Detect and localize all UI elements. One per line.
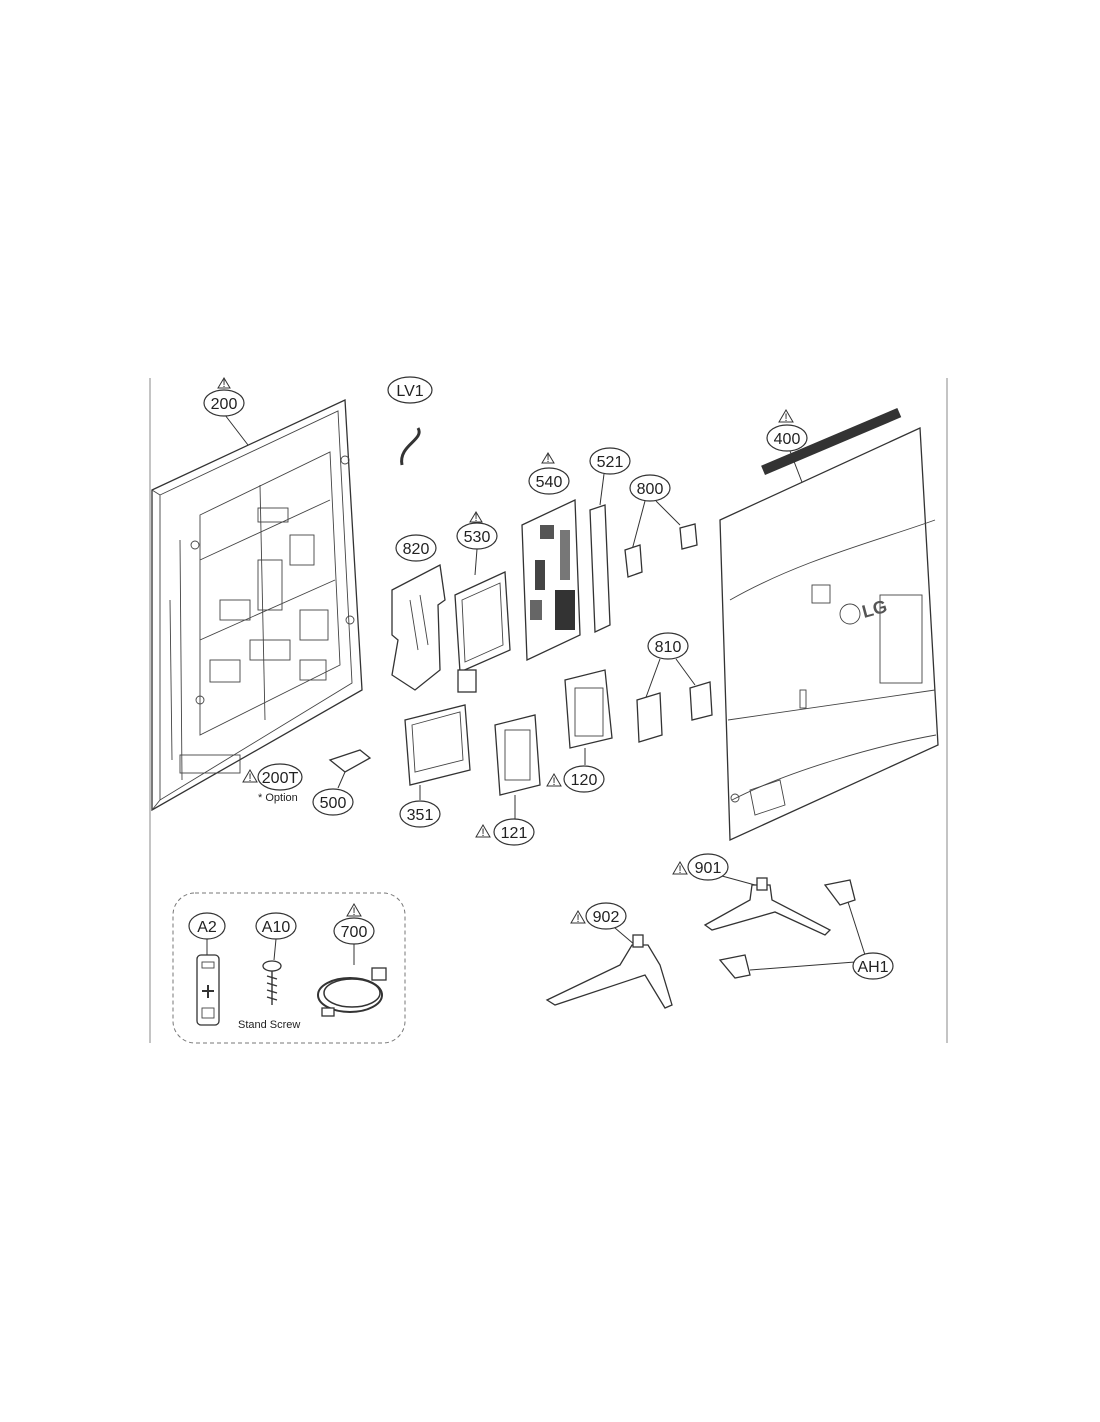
callout-ah1: AH1: [857, 959, 888, 976]
stand-901: [703, 884, 832, 936]
svg-text:!: !: [784, 412, 787, 424]
hook-ah1-b: [718, 954, 751, 979]
svg-text:!: !: [248, 772, 251, 784]
back-cover-400: LG: [719, 407, 939, 841]
callout-351: 351: [407, 807, 434, 824]
stand-902: [545, 944, 673, 1009]
callout-400: 400: [774, 431, 801, 448]
svg-text:!: !: [222, 378, 225, 390]
callout-700: 700: [341, 924, 368, 941]
power-cable-700: [317, 967, 387, 1017]
callout-120: 120: [571, 772, 598, 789]
warning-triangle-icon: !: [570, 910, 586, 925]
bracket-800-a: [624, 544, 643, 578]
callout-800-oval: [629, 474, 671, 502]
callout-ah1-oval: [852, 952, 894, 980]
part-500: [328, 749, 372, 773]
warning-triangle-icon: !: [469, 511, 483, 524]
callout-200: 200: [211, 396, 238, 413]
svg-text:!: !: [474, 512, 477, 524]
callout-a10: A10: [262, 919, 291, 936]
screw-a10-head: [262, 960, 282, 972]
callout-lv1: LV1: [396, 383, 423, 400]
speaker-120: [564, 669, 613, 749]
callout-400-oval: [766, 424, 808, 452]
callout-200t-oval: [257, 763, 303, 791]
warning-triangle-icon: !: [346, 903, 362, 918]
callout-800: 800: [637, 481, 664, 498]
bracket-521: [589, 504, 611, 634]
callout-540-oval: [528, 467, 570, 495]
warning-triangle-icon: !: [475, 824, 491, 839]
svg-text:!: !: [481, 827, 484, 839]
callout-200t: 200T: [262, 770, 299, 787]
warning-triangle-icon: !: [217, 377, 231, 390]
screw-a10-thread: [266, 971, 278, 1005]
warning-triangle-icon: !: [541, 452, 555, 465]
stand-screw-label: Stand Screw: [238, 1019, 300, 1031]
svg-text:!: !: [352, 906, 355, 918]
callout-810-oval: [647, 632, 689, 660]
callout-521-oval: [589, 447, 631, 475]
svg-text:!: !: [546, 453, 549, 465]
callout-820-oval: [395, 534, 437, 562]
accessories-box: [172, 892, 406, 1044]
callout-a2: A2: [197, 919, 217, 936]
option-note: * Option: [258, 792, 298, 804]
svg-text:!: !: [552, 776, 555, 788]
callout-810: 810: [655, 639, 682, 656]
callout-901-oval: [687, 853, 729, 881]
callout-902-oval: [585, 902, 627, 930]
callout-351-oval: [399, 800, 441, 828]
bracket-810-b: [689, 681, 713, 721]
callout-902: 902: [593, 909, 620, 926]
sheet-820: [391, 563, 446, 691]
hook-ah1-a: [823, 879, 856, 906]
callout-200-oval: [203, 389, 245, 417]
bracket-810-a: [636, 692, 663, 743]
callout-lv1-oval: [387, 376, 433, 404]
warning-triangle-icon: !: [672, 861, 688, 876]
callout-121: 121: [501, 825, 528, 842]
warning-triangle-icon: !: [242, 769, 258, 784]
warning-triangle-icon: !: [778, 409, 794, 424]
lv1-cable: [400, 427, 421, 466]
bracket-800-b: [679, 523, 698, 550]
callout-901: 901: [695, 860, 722, 877]
callout-521: 521: [597, 454, 624, 471]
callout-530: 530: [464, 529, 491, 546]
svg-text:!: !: [678, 864, 681, 876]
main-board-540: [521, 498, 581, 662]
speaker-121: [494, 714, 541, 796]
callout-500-oval: [312, 788, 354, 816]
warning-triangle-icon: !: [546, 773, 562, 788]
leader-200: [224, 414, 249, 446]
svg-text:!: !: [576, 913, 579, 925]
callout-120-oval: [563, 765, 605, 793]
callout-500: 500: [320, 795, 347, 812]
callout-540: 540: [536, 474, 563, 491]
callout-820: 820: [403, 541, 430, 558]
callout-121-oval: [493, 818, 535, 846]
lcd-panel-200: [151, 399, 363, 812]
part-351: [404, 704, 471, 786]
